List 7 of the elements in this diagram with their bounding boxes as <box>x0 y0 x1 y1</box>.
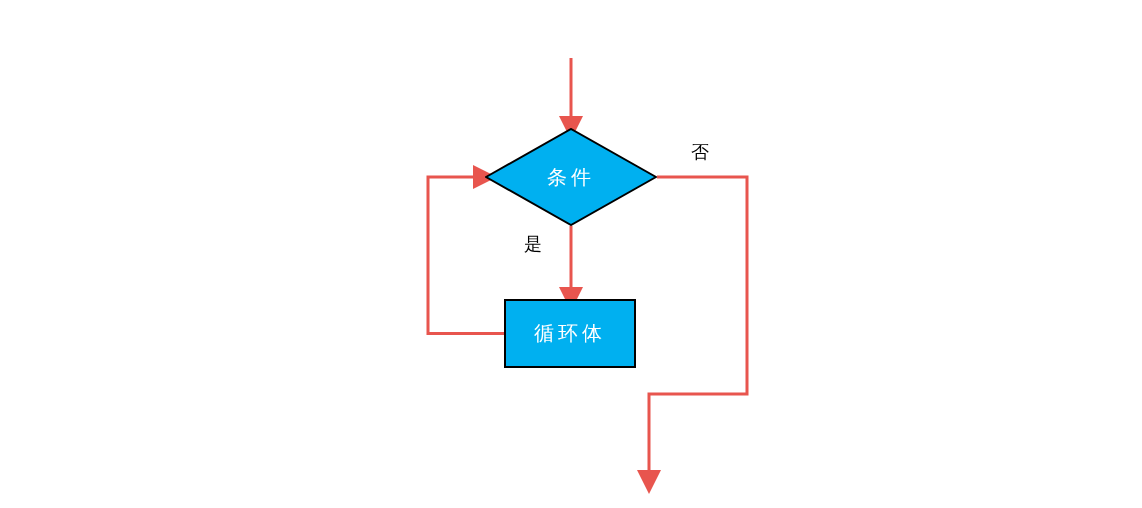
process-box <box>504 299 636 368</box>
node-label: 循环体 <box>534 320 606 347</box>
node-label: 条件 <box>547 163 595 191</box>
arrow <box>637 175 749 494</box>
decision-diamond <box>485 128 657 226</box>
arrow <box>426 165 504 335</box>
edge-label: 是 <box>522 232 544 256</box>
